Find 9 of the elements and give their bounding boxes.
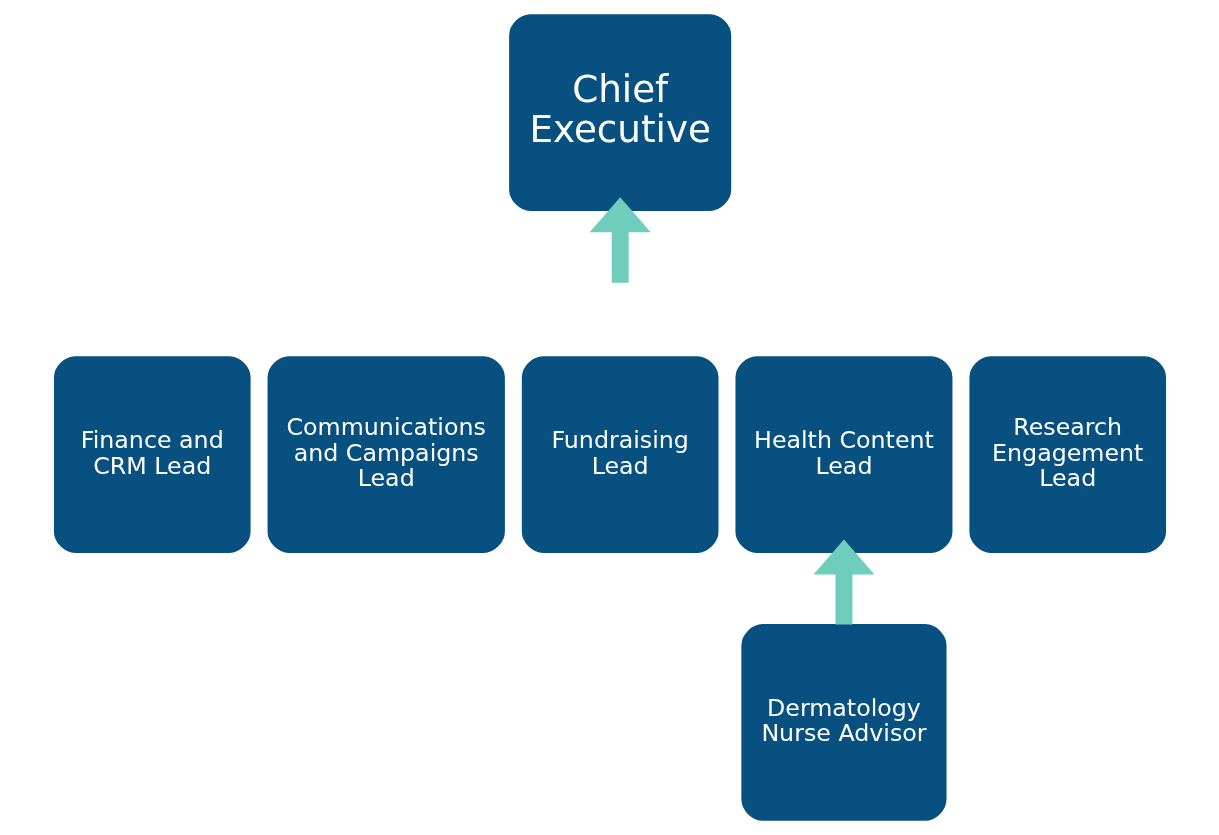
node-box: Health Content Lead bbox=[734, 356, 952, 553]
node-box: Dermatology Nurse Advisor bbox=[740, 624, 946, 821]
node-box: Fundraising Lead bbox=[521, 356, 718, 553]
node-box: Finance and CRM Lead bbox=[53, 356, 251, 553]
node-box: Chief Executive bbox=[508, 14, 731, 211]
node-box: Research Engagement Lead bbox=[968, 356, 1166, 553]
node-box: Communications and Campaigns Lead bbox=[267, 356, 505, 553]
arrow bbox=[589, 197, 651, 283]
arrow bbox=[812, 539, 874, 625]
